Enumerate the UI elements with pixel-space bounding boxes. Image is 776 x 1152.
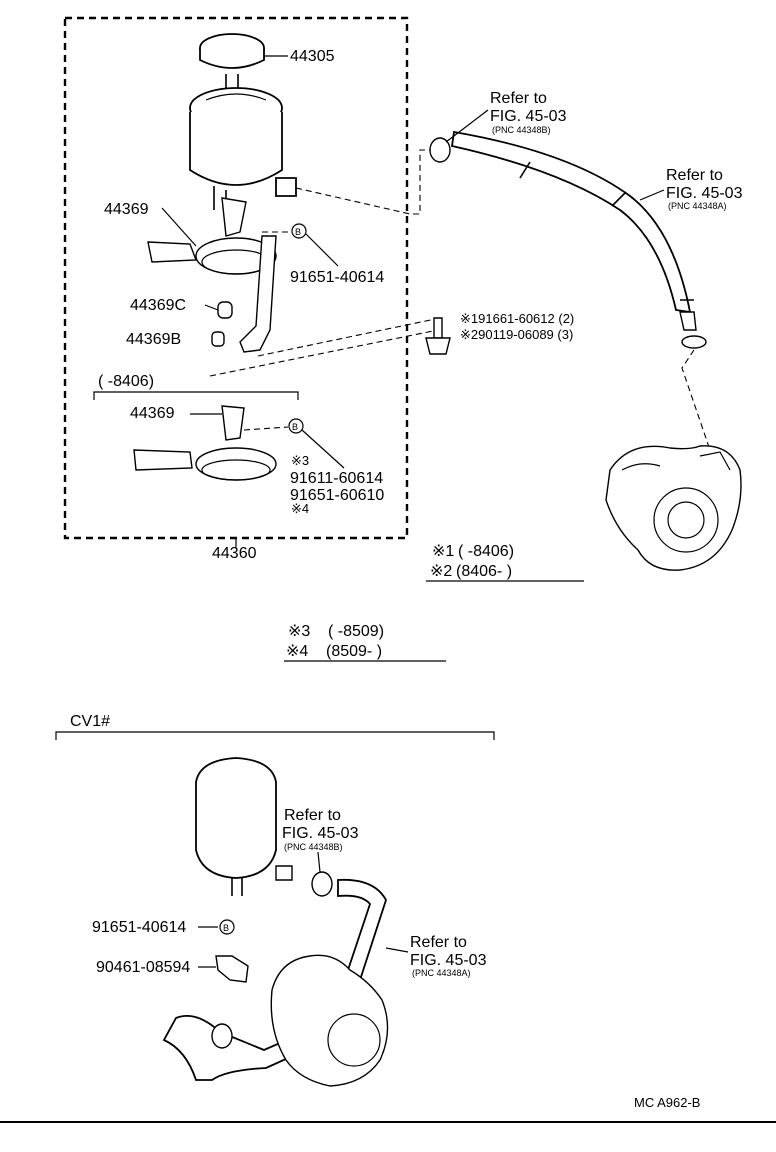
grommet-c-drawing xyxy=(217,301,233,319)
label-bolt-top: 91651-40614 xyxy=(290,269,384,286)
legend-n3-range: ( -8509) xyxy=(328,623,384,640)
lower-hose-drawing xyxy=(162,878,387,1081)
legend-n4-mark: ※4 xyxy=(286,643,308,660)
figure-code: MC A962-B xyxy=(634,1095,700,1110)
bracket-lower-drawing xyxy=(133,405,277,481)
pump-drawing xyxy=(605,445,742,571)
lower-callout-b xyxy=(219,919,235,935)
lower-ref2-line1: Refer to xyxy=(410,934,467,951)
grommet-b-drawing xyxy=(211,331,225,347)
reservoir-drawing xyxy=(189,87,297,214)
label-range-sub: ( -8406) xyxy=(98,373,154,390)
lower-ref2-pnc: (PNC 44348A) xyxy=(412,968,471,978)
lower-ref1-line2: FIG. 45-03 xyxy=(282,825,359,842)
legend-n1-range: ( -8406) xyxy=(458,543,514,560)
screw-drawing xyxy=(425,317,451,355)
bracket-upper-drawing xyxy=(147,197,277,353)
ref2-pnc: (PNC 44348A) xyxy=(668,201,727,211)
label-screw-1: ※191661-60612 (2) xyxy=(460,311,574,326)
svg-text:B: B xyxy=(295,227,301,237)
ref1-pnc: (PNC 44348B) xyxy=(492,125,551,135)
ref1-line1: Refer to xyxy=(490,90,547,107)
label-lower-clamp: 90461-08594 xyxy=(96,959,190,976)
label-bolt-alt2: 91651-60610 xyxy=(290,487,384,504)
lower-ref1-pnc: (PNC 44348B) xyxy=(284,842,343,852)
label-grommet-c: 44369C xyxy=(130,297,186,314)
label-screw-2: ※290119-06089 (3) xyxy=(460,327,573,342)
ref2-line2: FIG. 45-03 xyxy=(666,185,743,202)
lower-clamp-part xyxy=(215,955,249,983)
lower-ref1-line1: Refer to xyxy=(284,807,341,824)
label-bracket-a: 44369 xyxy=(104,201,149,218)
callout-b-lower xyxy=(288,418,304,434)
legend-n3-mark: ※3 xyxy=(288,623,310,640)
section-label: CV1# xyxy=(70,713,110,730)
label-note3-small: ※3 xyxy=(291,453,309,468)
label-note4-small: ※4 xyxy=(291,501,309,516)
lower-clamp-drawing xyxy=(311,871,333,897)
callout-b-top xyxy=(291,223,307,239)
label-grommet-b: 44369B xyxy=(126,331,181,348)
legend-n2-range: (8406- ) xyxy=(456,563,512,580)
label-bolt-alt1: 91611-60614 xyxy=(290,470,383,487)
legend-n1-mark: ※1 xyxy=(432,543,454,560)
label-lower-bolt: 91651-40614 xyxy=(92,919,186,936)
legend-n2-mark: ※2 xyxy=(430,563,452,580)
legend-n4-range: (8509- ) xyxy=(326,643,382,660)
return-hose-drawing xyxy=(429,130,707,349)
lower-reservoir-drawing xyxy=(195,757,293,896)
svg-text:B: B xyxy=(223,923,229,933)
ref2-line1: Refer to xyxy=(666,167,723,184)
reservoir-cap-drawing xyxy=(199,33,265,96)
svg-text:B: B xyxy=(292,422,298,432)
label-cap: 44305 xyxy=(290,48,335,65)
lower-pump-drawing xyxy=(270,954,389,1087)
lower-ref2-line2: FIG. 45-03 xyxy=(410,952,487,969)
label-assembly: 44360 xyxy=(212,545,257,562)
ref1-line2: FIG. 45-03 xyxy=(490,108,567,125)
label-bracket-b: 44369 xyxy=(130,405,175,422)
